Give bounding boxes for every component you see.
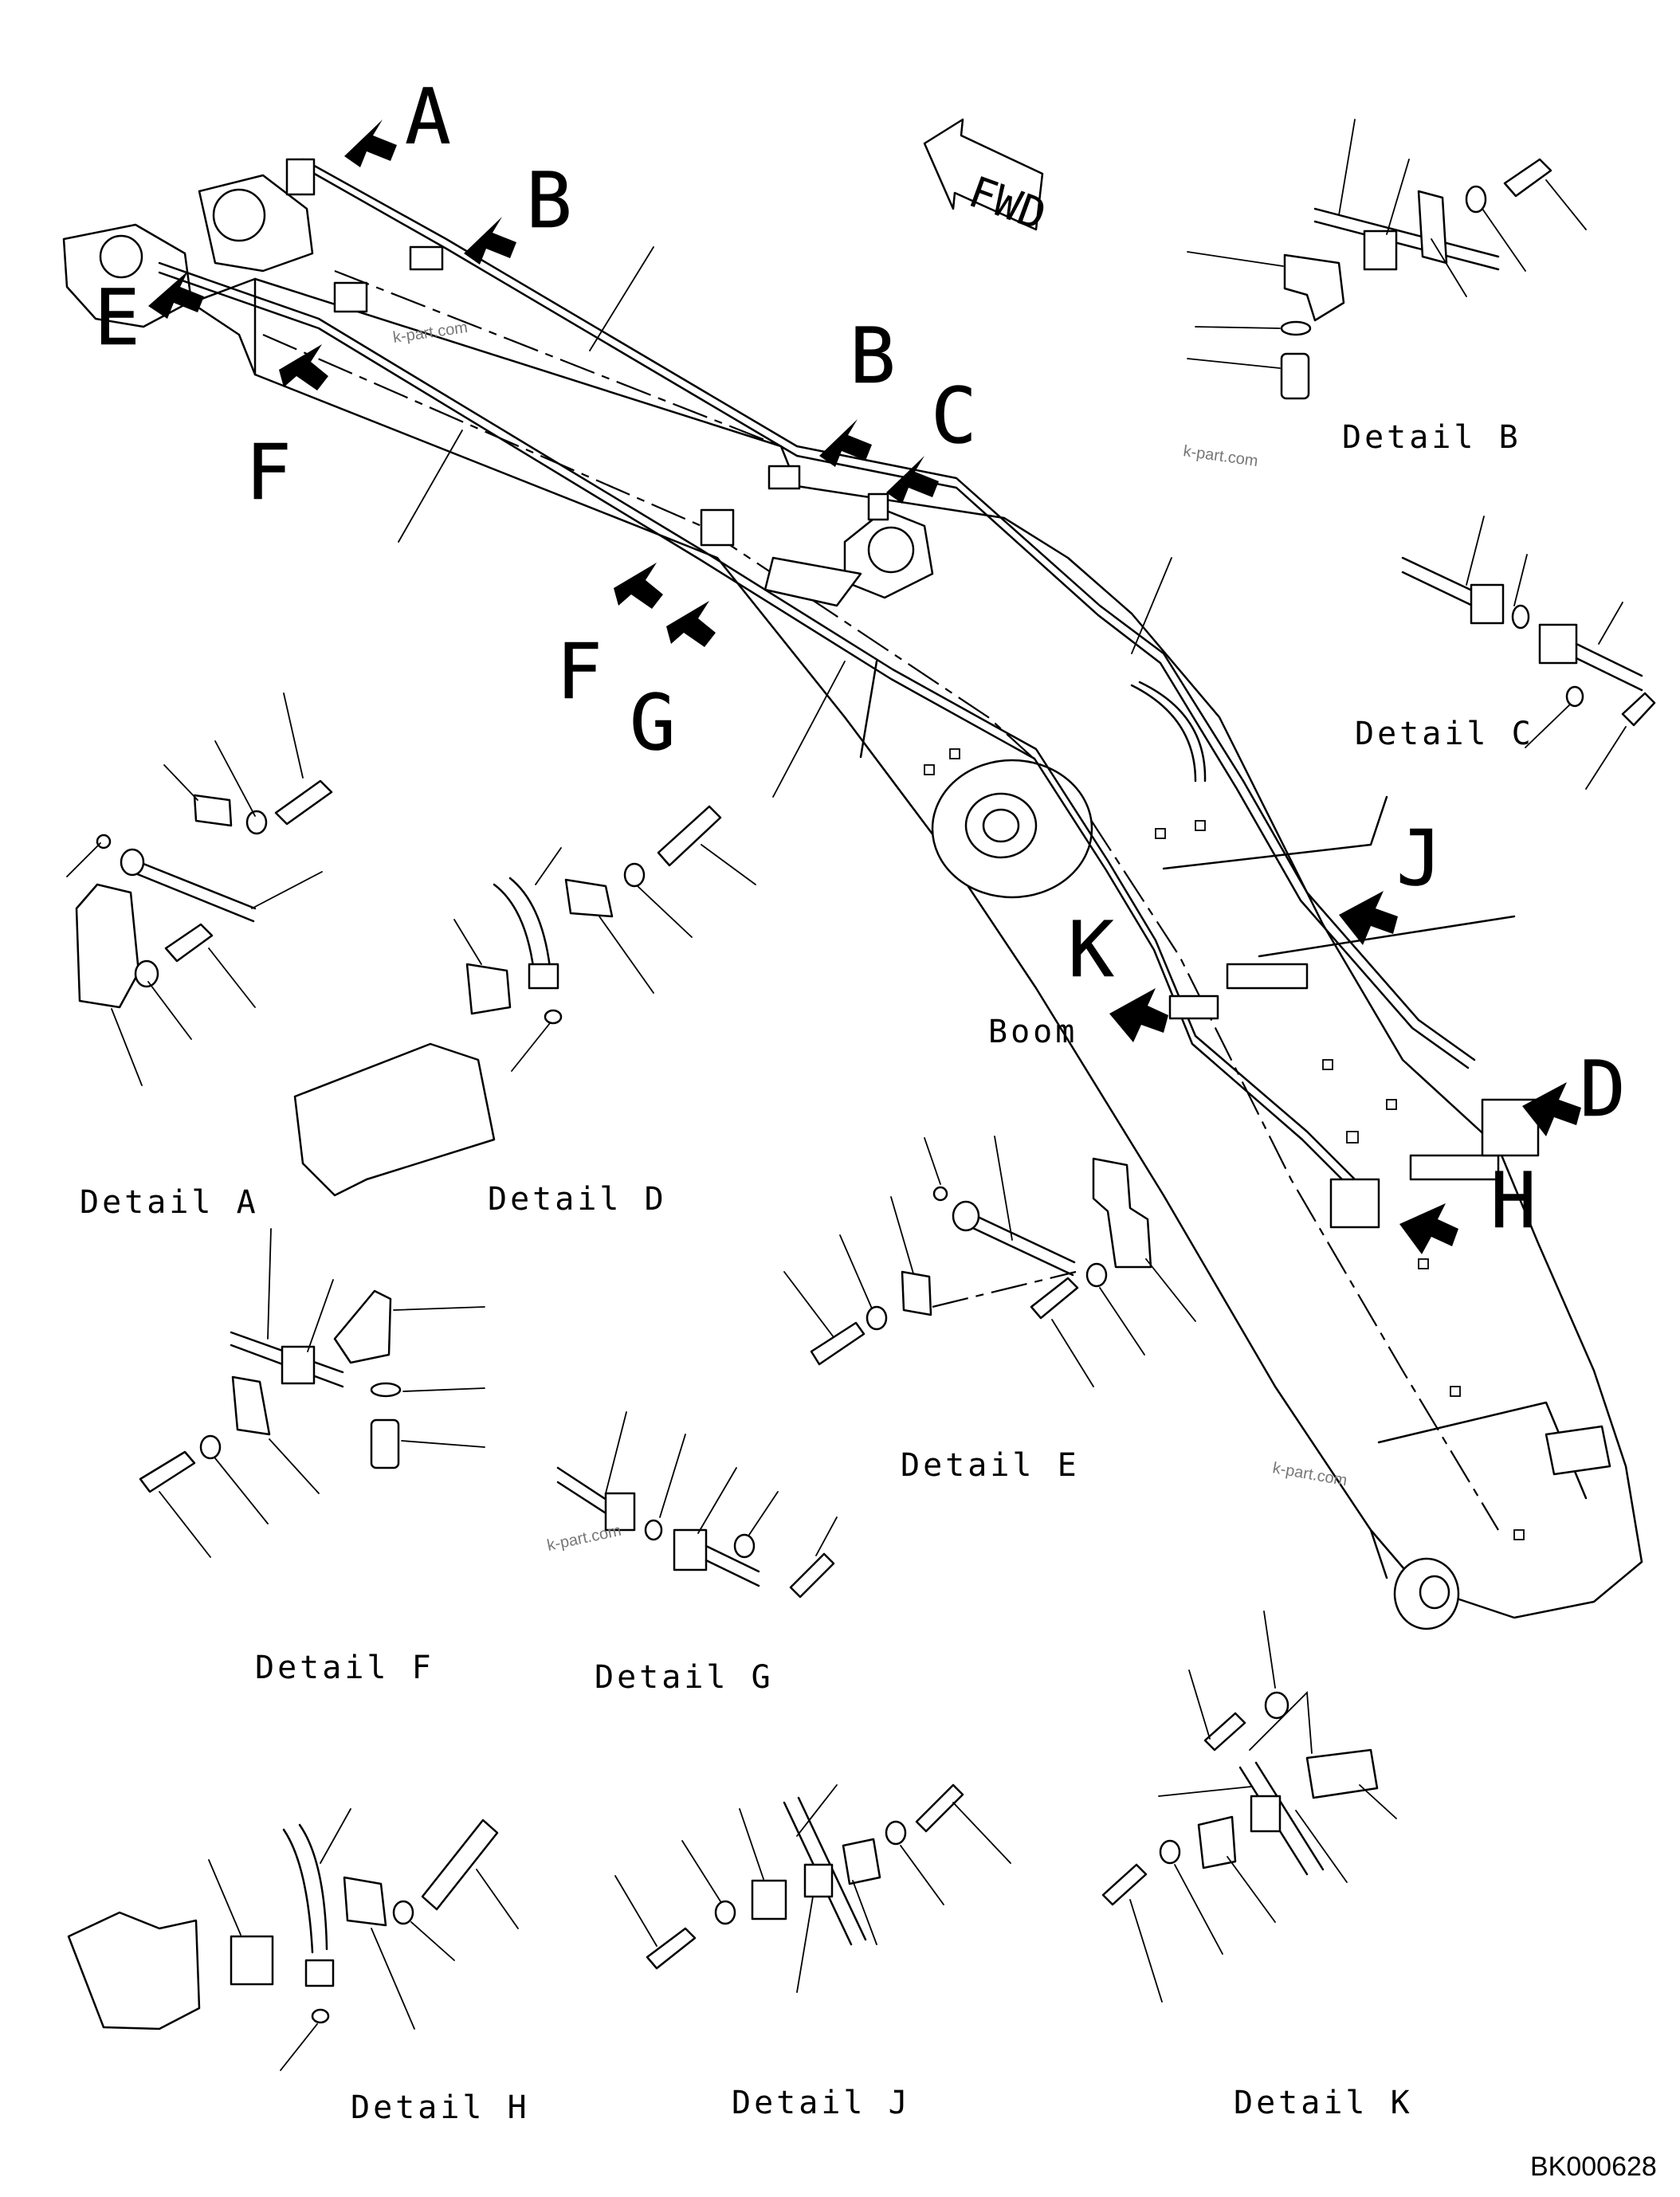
clamp-f-left (333, 281, 368, 313)
callout-f-mid: F (556, 627, 603, 716)
detail-k-drawing (1101, 1610, 1397, 2003)
detail-d-drawing (293, 805, 756, 1197)
detail-e-caption: Detail E (901, 1447, 1080, 1484)
clamp-b-mid (767, 465, 801, 490)
detail-h-drawing (67, 1808, 519, 2071)
watermark-3: k-part.com (1271, 1459, 1348, 1489)
callout-k: K (1068, 905, 1114, 995)
clamp-f-mid (700, 508, 735, 547)
clamp-h-strip (1409, 1154, 1500, 1181)
callout-a: A (405, 73, 451, 162)
detail-f-caption: Detail F (255, 1650, 434, 1686)
clamp-j (1226, 963, 1309, 990)
callout-h: H (1490, 1156, 1537, 1246)
detail-e-drawing (783, 1136, 1196, 1387)
block-h (1329, 1178, 1380, 1229)
clamp-k (1168, 995, 1219, 1020)
detail-h-caption: Detail H (351, 2089, 530, 2126)
boom-assembly (62, 158, 1643, 1630)
detail-k-caption: Detail K (1234, 2085, 1413, 2121)
detail-f-drawing (139, 1228, 485, 1558)
detail-g-caption: Detail G (595, 1659, 774, 1696)
callout-b-mid: B (850, 312, 896, 401)
watermark-2: k-part.com (1182, 442, 1259, 470)
detail-b-drawing (1187, 119, 1587, 400)
callout-e: E (94, 273, 140, 363)
drawing-code: BK000628 (1530, 2152, 1657, 2182)
detail-c-drawing (1401, 516, 1656, 790)
boom-foot-pin-hole-left (99, 234, 143, 279)
callout-c: C (931, 371, 977, 461)
detail-j-drawing (614, 1783, 1011, 1993)
clamp-a (285, 158, 316, 196)
callout-j: J (1396, 814, 1443, 903)
pointer-arrows (148, 120, 1581, 1254)
fwd-direction-indicator: FWD (923, 118, 1053, 241)
detail-g-drawing (556, 1411, 838, 1599)
boom-label: Boom (988, 1014, 1077, 1050)
detail-c-caption: Detail C (1355, 716, 1534, 752)
callout-f-left: F (245, 428, 292, 517)
callout-g: G (630, 678, 676, 767)
detail-d-caption: Detail D (488, 1181, 667, 1218)
detail-b-caption: Detail B (1342, 419, 1521, 456)
boom-foot-pin-hole-right (212, 188, 266, 242)
detail-j-caption: Detail J (732, 2085, 911, 2121)
detail-a-drawing (66, 692, 333, 1086)
leader-lines (398, 246, 1172, 798)
watermark-4: k-part.com (545, 1522, 622, 1555)
clamp-c (867, 492, 889, 521)
callout-b-top: B (526, 156, 572, 245)
callout-d: D (1580, 1045, 1626, 1134)
callout-letters: A B B C D E F F G H J K (94, 73, 1626, 1246)
detail-a-caption: Detail A (80, 1184, 259, 1221)
clamp-b-top (409, 245, 444, 271)
